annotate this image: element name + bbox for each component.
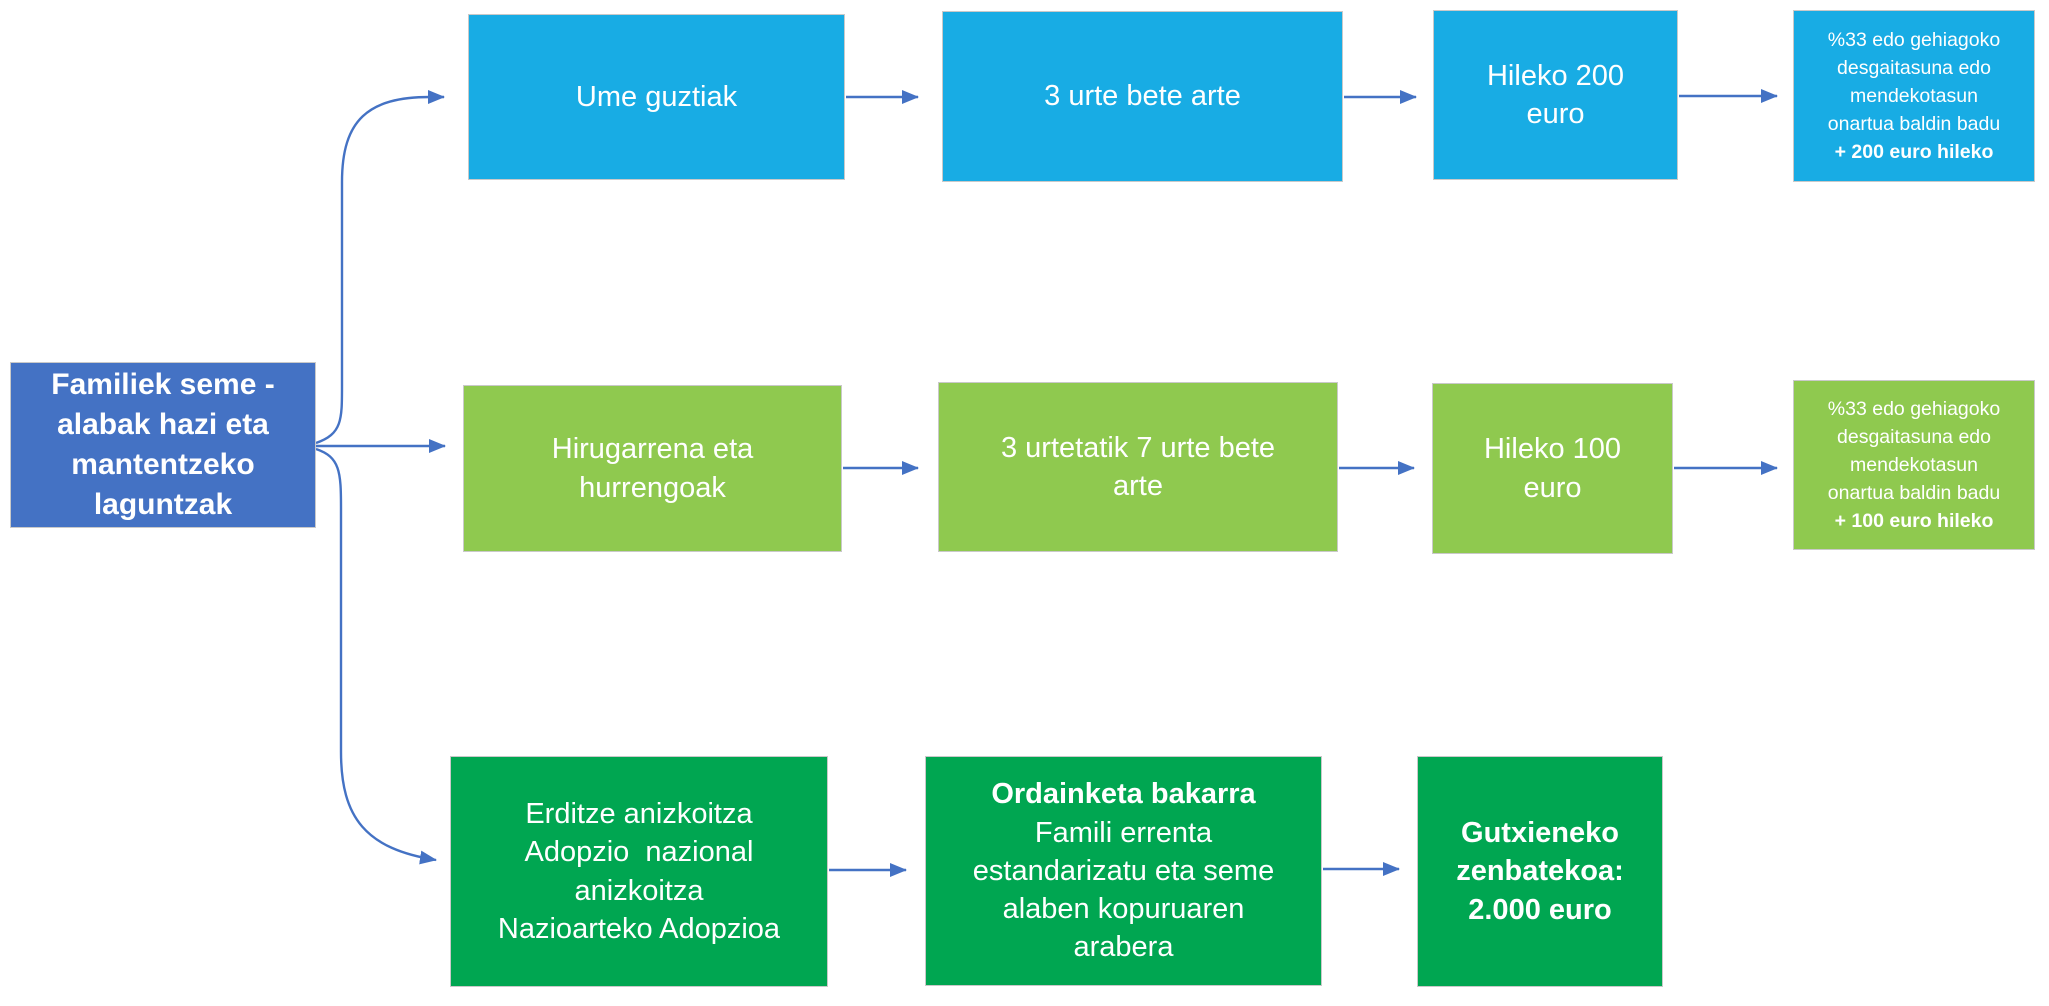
- node-label: 3 urte bete arte: [1044, 80, 1241, 113]
- connector-root-to-row3: [315, 447, 437, 865]
- node-label: Hileko 100 euro: [1483, 433, 1622, 504]
- node-label: Hileko 200 euro: [1486, 59, 1625, 130]
- node-all-children: Ume guztiak: [468, 14, 845, 180]
- node-label-bold: + 200 euro hileko: [1834, 141, 1994, 164]
- node-multiple-birth-adoption: Erditze anizkoitza Adopzio nazional aniz…: [450, 756, 828, 987]
- node-label: Ume guztiak: [575, 80, 738, 113]
- connector-root-to-row1: [315, 90, 445, 445]
- node-label: %33 edo gehiagoko desgaitasuna edo mende…: [1827, 28, 2001, 136]
- node-disability-bonus-200: %33 edo gehiagoko desgaitasuna edo mende…: [1793, 10, 2035, 182]
- node-label: 3 urtetatik 7 urte bete arte: [1000, 431, 1276, 502]
- node-label-bold: Ordainketa bakarra: [991, 778, 1256, 811]
- node-root-label: Familiek seme - alabak hazi eta mantentz…: [51, 367, 275, 522]
- node-single-payment: Ordainketa bakarra Famili errenta estand…: [925, 756, 1322, 986]
- node-label-bold: Gutxieneko zenbatekoa: 2.000 euro: [1456, 817, 1624, 926]
- node-minimum-amount: Gutxieneko zenbatekoa: 2.000 euro: [1417, 756, 1663, 987]
- node-label: Hirugarrena eta hurrengoak: [551, 433, 754, 504]
- node-root-family-allowance: Familiek seme - alabak hazi eta mantentz…: [10, 362, 316, 528]
- node-label: Erditze anizkoitza Adopzio nazional aniz…: [497, 797, 781, 945]
- node-label: %33 edo gehiagoko desgaitasuna edo mende…: [1827, 397, 2001, 505]
- node-label: Famili errenta estandarizatu eta seme al…: [972, 816, 1275, 964]
- node-monthly-200-euro: Hileko 200 euro: [1433, 10, 1678, 180]
- node-disability-bonus-100: %33 edo gehiagoko desgaitasuna edo mende…: [1793, 380, 2035, 550]
- node-age-3-to-7: 3 urtetatik 7 urte bete arte: [938, 382, 1338, 552]
- node-third-and-following: Hirugarrena eta hurrengoak: [463, 385, 842, 552]
- node-label-bold: + 100 euro hileko: [1834, 510, 1994, 533]
- node-until-age-3: 3 urte bete arte: [942, 11, 1343, 182]
- node-monthly-100-euro: Hileko 100 euro: [1432, 383, 1673, 554]
